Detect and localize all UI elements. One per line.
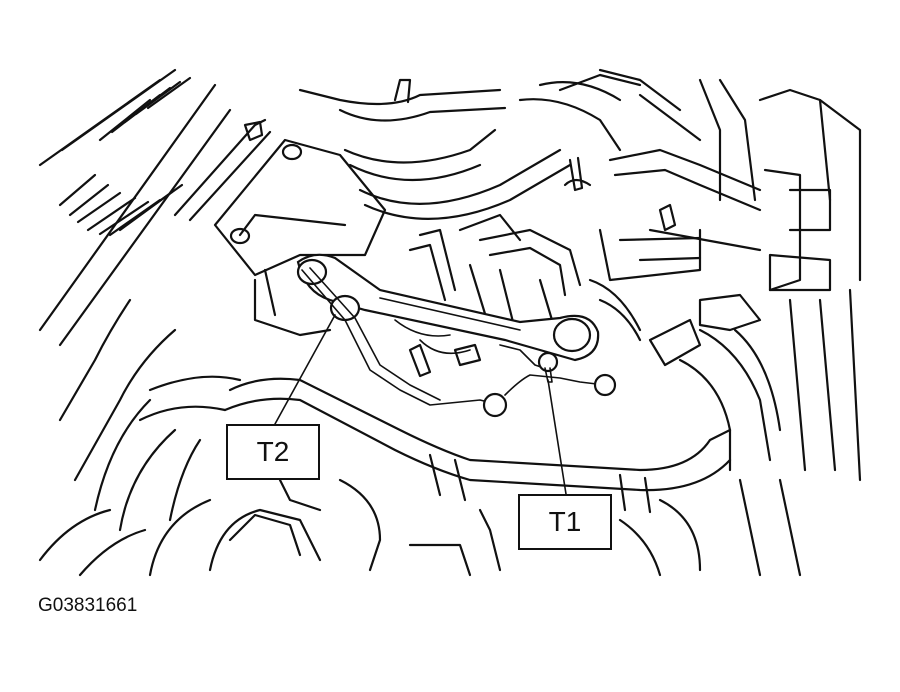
- leader-t2: [274, 314, 336, 425]
- lower-hose: [138, 375, 802, 577]
- strut-rod: [296, 253, 600, 362]
- left-frame: [38, 83, 322, 577]
- callout-t1: T1: [518, 494, 612, 550]
- callout-t1-label: T1: [548, 506, 582, 537]
- callout-t2-label: T2: [256, 436, 290, 467]
- upper-hoses: [298, 68, 702, 220]
- middle-pipes: [408, 213, 642, 342]
- right-components: [563, 78, 862, 482]
- figure-id: G03831661: [38, 595, 138, 616]
- wiring-harness: [301, 267, 617, 418]
- mount-bracket: [213, 138, 387, 337]
- leader-lines: [274, 314, 567, 495]
- grille-slats: [38, 68, 192, 237]
- leader-t1: [547, 379, 567, 495]
- callout-t2: T2: [226, 424, 320, 480]
